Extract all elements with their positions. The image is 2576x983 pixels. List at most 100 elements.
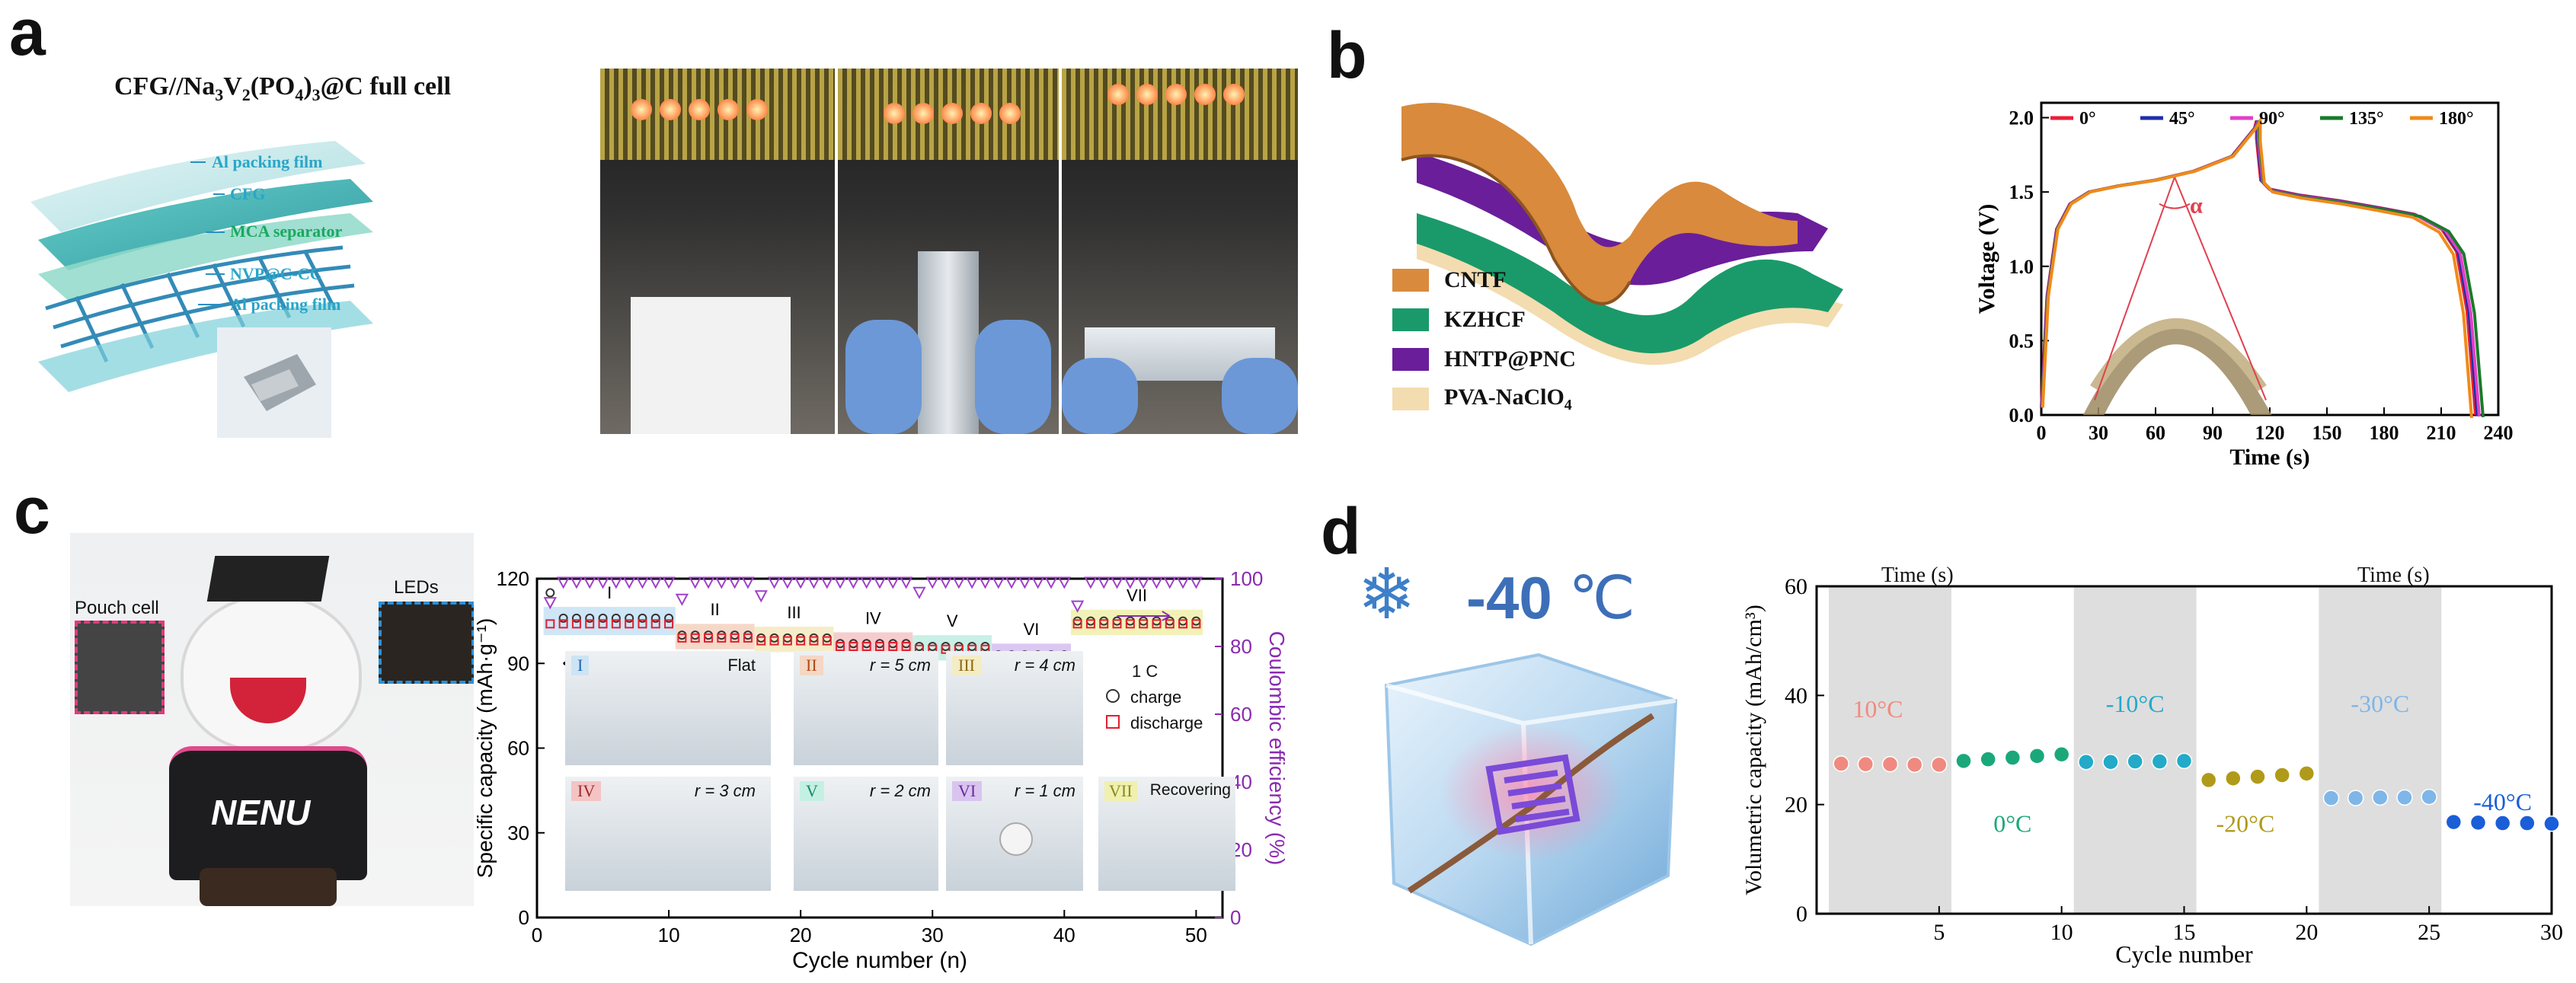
segment-label: III [787, 603, 801, 622]
x-tick-label: 10 [658, 924, 680, 946]
discharge-point [888, 642, 898, 651]
segment-band [754, 627, 834, 653]
y-axis-label: Specific capacity (mAh·g⁻¹) [473, 618, 497, 879]
segment-label: IV [865, 608, 881, 627]
charge-point [625, 613, 634, 623]
inset-vi-text: r = 1 cm [1014, 781, 1075, 800]
x-tick-label: 5 [1933, 920, 1945, 945]
charge-marker [1106, 689, 1120, 703]
layer-pva [1417, 228, 1843, 365]
inset-vi: VI r = 1 cm [946, 777, 1083, 891]
data-point [2175, 752, 2193, 770]
ce-point [1084, 576, 1098, 589]
ce-point [833, 576, 847, 589]
x-tick-label: 0 [2037, 422, 2047, 444]
discharge-point [1152, 619, 1162, 629]
data-point [2322, 790, 2340, 806]
inset-ii-text: r = 5 cm [869, 656, 931, 675]
y-tick-label: 0 [1796, 902, 1807, 927]
x-tick-label: 50 [1185, 924, 1207, 946]
x-tick-label: 30 [2540, 920, 2563, 945]
ce-point [912, 586, 926, 599]
x-tick-label: 120 [2255, 422, 2285, 444]
data-point [1955, 752, 1972, 770]
shirt-text: NENU [211, 793, 311, 832]
title-part: CFG//Na [114, 72, 216, 101]
segment-band [543, 607, 676, 636]
ce-point [1070, 600, 1085, 613]
ce-point [807, 576, 821, 589]
discharge-point [809, 636, 819, 646]
ce-point [583, 576, 596, 589]
angle-arc [2159, 203, 2191, 209]
legend-label-kzhcf: KZHCF [1444, 307, 1526, 332]
ce-point [978, 576, 992, 589]
swatch-cntf [1392, 269, 1429, 292]
discharge-point [769, 636, 779, 646]
panel-label-c: c [14, 474, 50, 547]
layer-hntp [1417, 152, 1828, 286]
data-point [1833, 755, 1849, 772]
y2-tick-label: 100 [1230, 567, 1263, 590]
y2-axis-label: Coulombic efficiency (%) [1265, 631, 1287, 866]
x-tick-label: 60 [2146, 422, 2165, 444]
discharge-point [941, 644, 951, 654]
ce-point [1044, 576, 1058, 589]
alpha-label: α [2190, 193, 2203, 218]
discharge-point [849, 642, 858, 651]
legend-item-hntp: HNTP@PNC [1392, 342, 1576, 377]
y-tick-label: 40 [1785, 683, 1807, 708]
layer-nvp-mesh [45, 245, 355, 363]
led-photo-bent [838, 69, 1059, 434]
material-legend: CNTF KZHCF HNTP@PNC PVA-NaClO4 [1392, 263, 1576, 416]
y-tick-label: 1.5 [2009, 181, 2034, 203]
inset-iii-text: r = 4 cm [1014, 656, 1075, 675]
y-tick-label: 0.5 [2009, 330, 2034, 352]
x-tick-label: 210 [2427, 422, 2456, 444]
angle-line-left [2094, 177, 2175, 401]
x-axis-label: Time (s) [2229, 445, 2309, 470]
ce-point [1057, 576, 1071, 589]
y-tick-label: 1.0 [2009, 256, 2034, 278]
data-point [1857, 755, 1874, 773]
bent-cell-inset-highlight [2090, 318, 2267, 391]
inset-v-text: r = 2 cm [869, 781, 931, 800]
ce-point [1176, 576, 1190, 589]
layer-label-mca: MCA separator [230, 222, 342, 241]
panel-label-b: b [1327, 19, 1367, 92]
leds-inset [379, 602, 474, 684]
pouch-cell-label: Pouch cell [75, 598, 159, 618]
pouch-cell-inset [75, 621, 165, 714]
series-label: 10°C [1852, 695, 1903, 723]
x-tick-label: 240 [2484, 422, 2514, 444]
mascot-legs [200, 868, 337, 906]
series-label: -20°C [2216, 810, 2275, 838]
discharge-point [1085, 619, 1095, 629]
y-tick-label: 0 [519, 906, 529, 929]
panel-label-a: a [9, 0, 46, 69]
charge-point [545, 588, 555, 598]
data-point [2519, 815, 2536, 831]
ce-point [649, 576, 663, 589]
ce-point [899, 576, 913, 589]
discharge-point [822, 636, 832, 646]
bending-insets: I Flat II r = 5 cm III r = 4 cm 1 C char… [565, 651, 1235, 891]
ce-point [873, 576, 887, 589]
discharge-point [1191, 619, 1201, 629]
inset-i-num: I [571, 656, 590, 675]
ce-point [952, 576, 966, 589]
charge-point [571, 613, 581, 623]
ce-point [794, 576, 807, 589]
data-point [2298, 765, 2316, 782]
discharge-point [664, 619, 674, 629]
discharge-point [650, 619, 660, 629]
inset-vii: VII Recovering [1098, 777, 1235, 891]
x-tick-label: 20 [790, 924, 812, 946]
inset-vii-text: Recovering [1149, 781, 1231, 799]
ce-point [860, 576, 874, 589]
ce-point [1149, 576, 1164, 589]
shaded-region [1829, 586, 1951, 914]
discharge-point [743, 633, 753, 643]
inset-vi-num: VI [952, 781, 983, 801]
